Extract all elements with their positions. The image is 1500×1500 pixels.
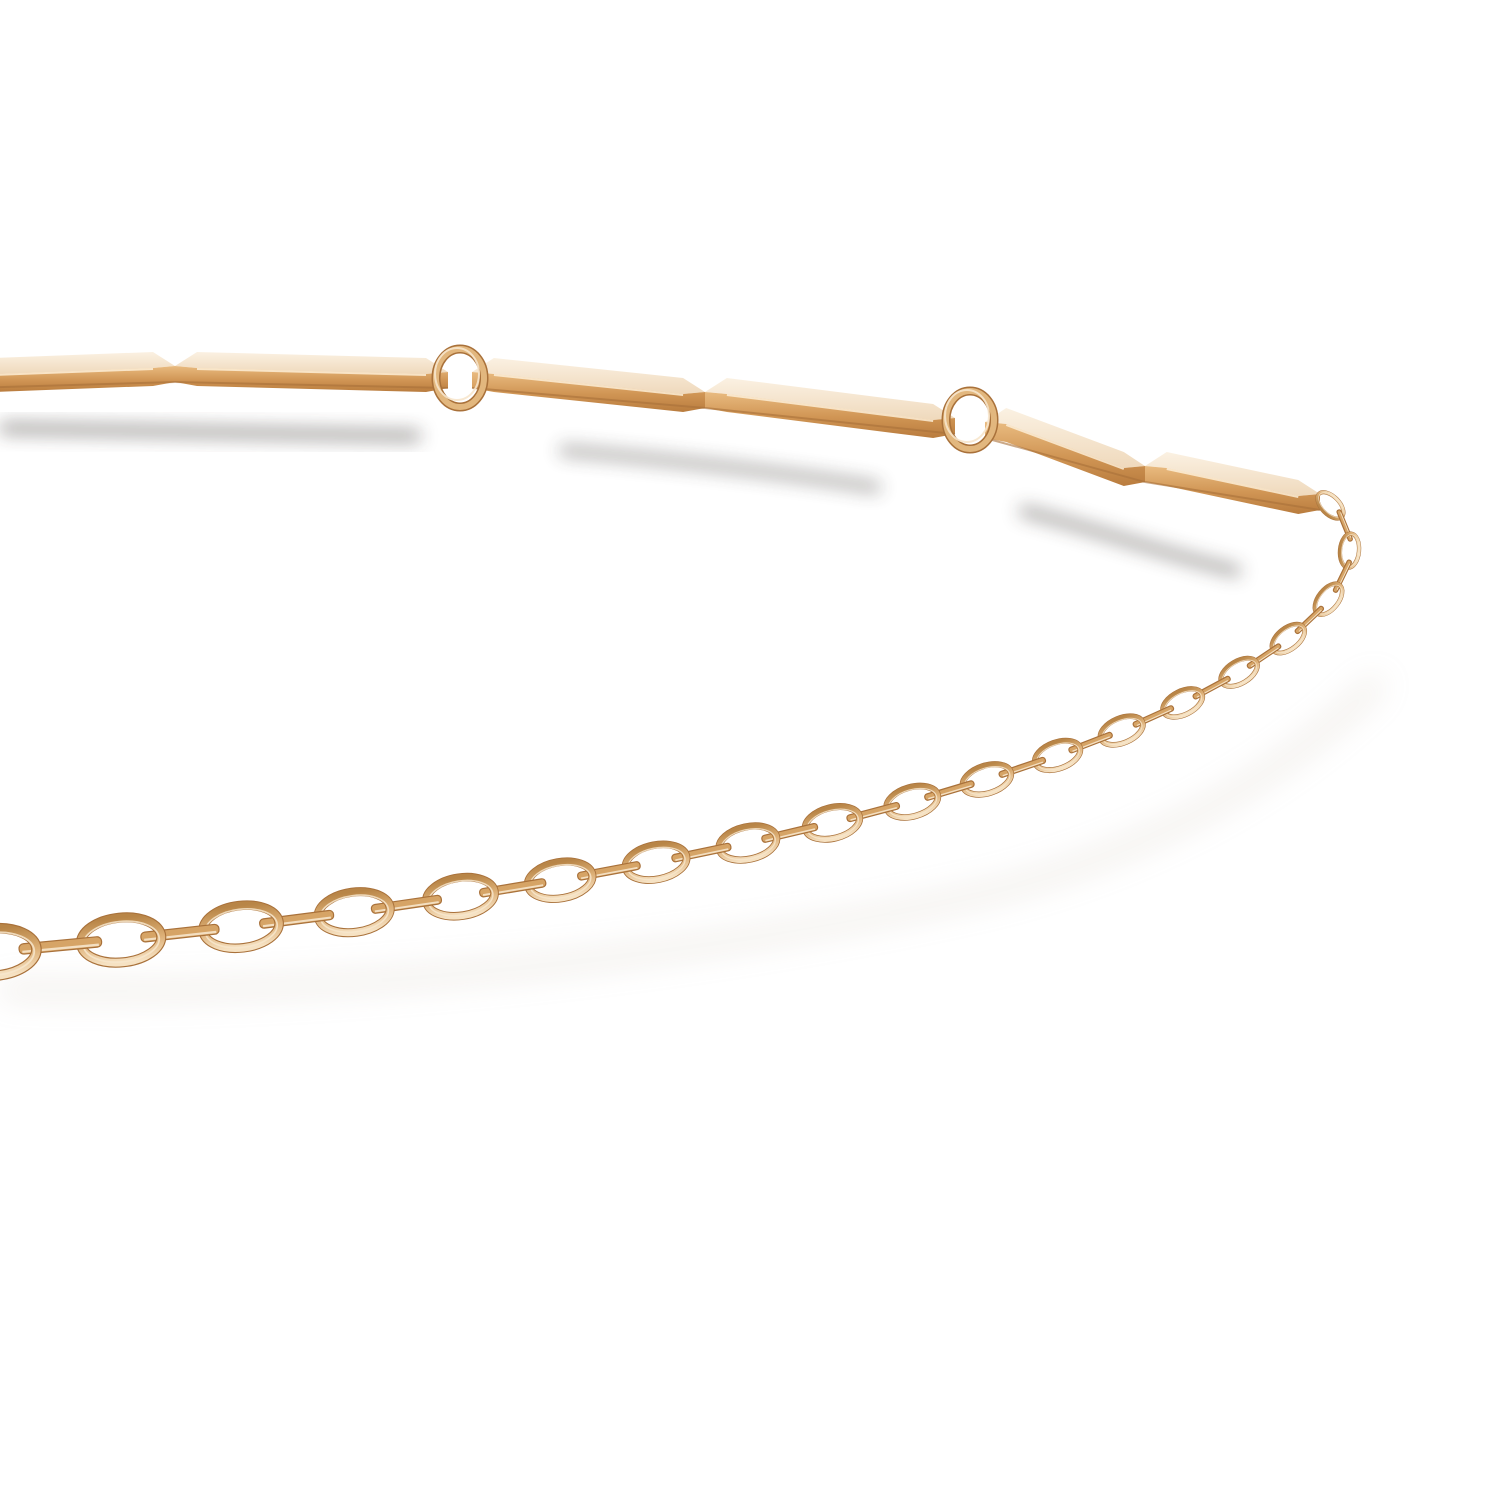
chain-link (883, 782, 942, 821)
chain-link (1294, 605, 1325, 635)
plate-bar (704, 378, 956, 438)
chain-link (1160, 686, 1206, 720)
plate-bar (1144, 452, 1321, 514)
plate-bar (984, 408, 1146, 486)
chain-link (1032, 737, 1084, 774)
chain-link (801, 803, 864, 843)
plate-bar (174, 352, 449, 392)
chain-link (715, 822, 781, 864)
jump-ring (941, 386, 999, 454)
chain-link (0, 922, 42, 982)
plate-bar (0, 352, 176, 392)
jump-rings (431, 344, 999, 454)
chain-link (1218, 655, 1260, 689)
plate-bar (471, 358, 706, 412)
floor-shadows (0, 423, 1385, 999)
cable-chain (0, 490, 1362, 982)
chain-link (1246, 643, 1282, 669)
chain-link (1097, 713, 1146, 748)
plate-bars (0, 352, 1321, 514)
jump-ring (431, 344, 489, 412)
chain-link (959, 761, 1015, 798)
